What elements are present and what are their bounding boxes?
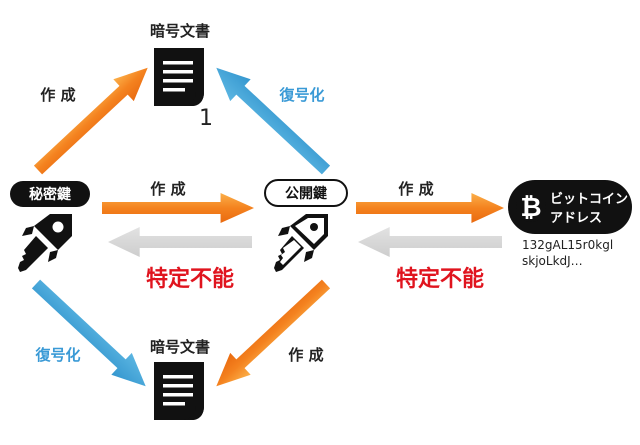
label-create-bottom-right: 作 成 [288, 346, 323, 364]
document-icon-top [154, 48, 204, 106]
arrow-public-to-private [107, 227, 252, 257]
private-key-icon [18, 214, 72, 272]
private-key-label: 秘密鍵 [29, 186, 71, 203]
label-decrypt-top-right: 復号化 [278, 86, 324, 104]
label-create-top-left: 作 成 [40, 86, 75, 104]
bitcoin-label-line2: アドレス [550, 211, 602, 226]
arrow-public-to-top-doc [206, 56, 337, 181]
bitcoin-icon [516, 192, 546, 222]
private-key-pill [10, 181, 90, 207]
label-decrypt-bottom-left: 復号化 [34, 346, 80, 364]
public-key-icon-inner [280, 218, 324, 265]
top-doc-title: 暗号文書 [150, 22, 210, 40]
bitcoin-address-pill [508, 180, 632, 234]
top-doc-number: 1 [199, 106, 213, 131]
bottom-doc-title: 暗号文書 [150, 338, 210, 356]
public-key-pill [264, 179, 348, 207]
arrow-private-to-top-doc [27, 56, 158, 181]
public-key-label: 公開鍵 [285, 185, 327, 202]
address-line2: skjoLkdJ… [522, 254, 583, 268]
label-impossible-middle: 特定不能 [146, 266, 234, 292]
label-create-middle: 作 成 [150, 180, 185, 198]
arrow-private-to-bottom-doc [25, 273, 156, 398]
label-create-right: 作 成 [398, 180, 433, 198]
label-impossible-right: 特定不能 [396, 266, 484, 292]
address-line1: 132gAL15r0kgl [522, 238, 613, 252]
document-icon-bottom [154, 362, 204, 420]
bitcoin-label-line1: ビットコイン [550, 191, 628, 207]
bitcoin-symbol: ₿ [520, 193, 541, 223]
arrow-address-to-public [358, 227, 502, 257]
